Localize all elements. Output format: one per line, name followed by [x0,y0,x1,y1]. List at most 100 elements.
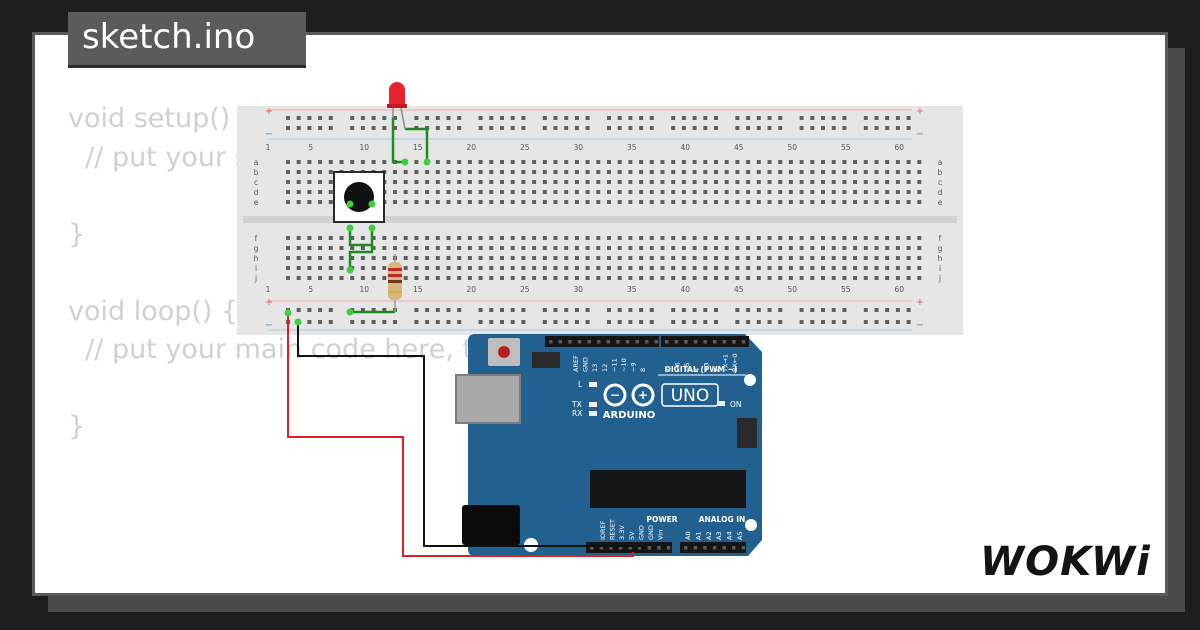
rail-hole [778,126,783,130]
breadboard-hole [746,160,751,164]
breadboard-hole [660,276,665,280]
breadboard-hole [371,246,376,250]
rx-led [589,411,597,416]
breadboard-hole [842,246,847,250]
rail-hole [585,126,590,130]
breadboard-hole [393,190,397,194]
breadboard-hole [596,200,601,204]
breadboard-hole [703,200,708,204]
breadboard-hole [756,200,761,204]
rail-hole [489,116,494,120]
breadboard-hole [328,276,333,280]
breadboard-hole [724,190,729,194]
breadboard-hole [500,256,504,260]
rail-hole [885,308,890,312]
breadboard-hole [435,200,440,204]
pin-label: A4 [726,531,734,540]
rail-hole [446,116,451,120]
rail-hole [831,320,836,324]
breadboard-hole [895,266,900,270]
breadboard-hole [478,236,483,240]
breadboard-hole [585,200,590,204]
breadboard-hole [296,236,301,240]
breadboard-hole [414,170,419,174]
rail-hole [435,320,440,324]
breadboard-hole [874,246,879,250]
breadboard-hole [307,180,312,184]
breadboard-hole [403,190,408,194]
breadboard-hole [542,200,547,204]
breadboard-hole [895,200,900,204]
column-number: 60 [895,285,905,294]
breadboard-hole [414,276,419,280]
breadboard-hole [906,246,911,250]
breadboard-hole [339,246,344,250]
rail-hole [639,126,644,130]
breadboard-hole [681,170,686,174]
breadboard-hole [660,180,665,184]
wire-end [423,158,431,166]
breadboard-hole [382,266,387,270]
resistor[interactable] [388,254,402,312]
breadboard-hole [714,180,718,184]
breadboard-hole [510,180,515,184]
breadboard-hole [778,160,783,164]
breadboard-hole [382,246,387,250]
breadboard-hole [660,246,665,250]
breadboard-hole [403,276,408,280]
breadboard-hole [435,180,440,184]
breadboard-hole [692,160,697,164]
breadboard-hole [478,170,483,174]
resistor-band [388,274,402,277]
rail-minus: − [916,129,924,140]
breadboard-hole [296,266,301,270]
rail-hole [778,320,783,324]
rail-hole [692,116,697,120]
breadboard-hole [596,160,601,164]
breadboard-hole [799,170,804,174]
breadboard-hole [382,276,387,280]
rail-hole [756,308,761,312]
breadboard-hole [500,266,504,270]
breadboard-hole [596,256,601,260]
breadboard-hole [714,246,718,250]
rail-hole [521,116,526,120]
microcontroller-chip [590,470,746,508]
breadboard-hole [286,256,290,260]
pushbutton[interactable] [333,171,385,223]
breadboard-hole [639,276,644,280]
rail-hole [607,126,611,130]
breadboard-hole [446,266,451,270]
header-pin [597,340,601,344]
breadboard-hole [788,190,793,194]
rail-hole [778,308,783,312]
rail-hole [510,126,515,130]
breadboard-hole [788,266,793,270]
breadboard-hole [500,170,504,174]
file-tab[interactable]: sketch.ino [68,12,306,68]
led[interactable] [387,82,407,130]
breadboard-hole [895,180,900,184]
breadboard-hole [703,256,708,260]
rail-hole [478,116,483,120]
arduino-uno[interactable]: DIGITAL (PWM ~) − + ARDUINO UNO ON L TX … [455,334,762,556]
rail-hole [318,126,323,130]
rail-hole [703,308,708,312]
breadboard-hole [307,170,312,174]
breadboard-hole [318,256,323,260]
breadboard-hole [403,236,408,240]
breadboard-hole [435,256,440,260]
rail-hole [810,320,815,324]
breadboard-hole [393,170,397,174]
rail-hole [821,308,825,312]
breadboard-hole [574,246,579,250]
breadboard-hole [339,160,344,164]
header-pin [590,546,594,550]
rail-hole [714,126,718,130]
breadboard-hole [350,236,355,240]
breadboard-hole [435,170,440,174]
breadboard-hole [542,236,547,240]
breadboard-hole [318,170,323,174]
header-pin [647,546,652,550]
breadboard-hole [778,276,783,280]
